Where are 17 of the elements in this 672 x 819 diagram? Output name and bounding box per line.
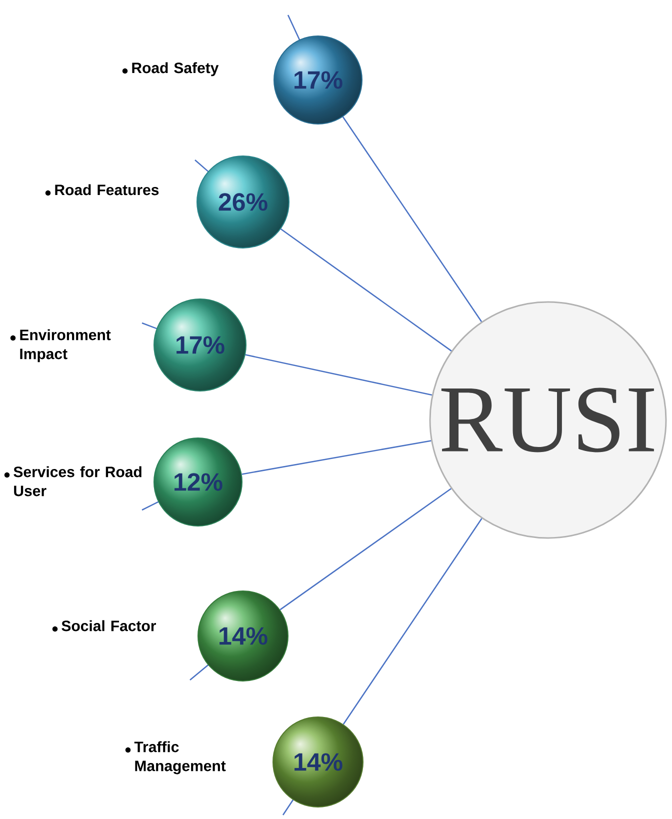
category-label: Environment Impact	[20, 329, 111, 362]
percent-bubble: 14%	[198, 590, 288, 682]
connector-line	[342, 116, 482, 322]
connector-line	[280, 228, 452, 352]
connector-line	[342, 518, 482, 725]
category-label: Traffic Management	[134, 741, 226, 774]
category-label: Road Features	[55, 184, 159, 196]
percent-bubble: 12%	[154, 438, 242, 526]
connector-line	[242, 440, 432, 475]
percent-bubble: 26%	[196, 156, 290, 248]
percent-bubble: 14%	[272, 716, 364, 808]
category-label: Social Factor	[62, 620, 156, 632]
connector-line	[245, 354, 432, 396]
connector-line	[280, 488, 452, 610]
category-label: Services for Road User	[14, 466, 142, 496]
percent-bubble: 17%	[154, 298, 246, 392]
category-label: Road Safety	[132, 62, 219, 76]
